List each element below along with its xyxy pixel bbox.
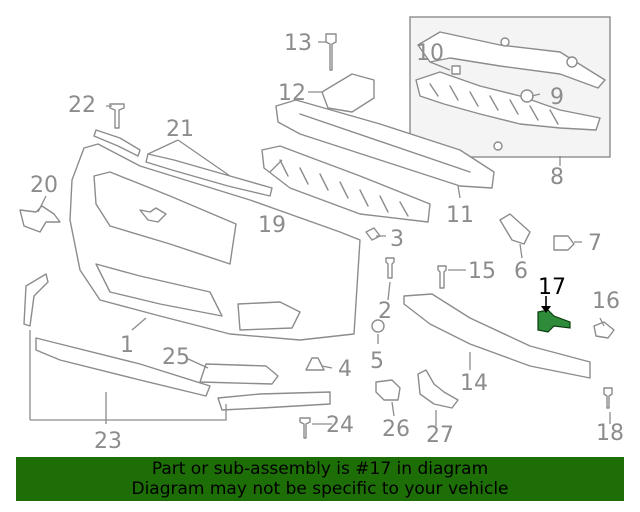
bracket-22 bbox=[93, 129, 141, 157]
nut-16 bbox=[593, 321, 615, 339]
callout-10: 10 bbox=[416, 41, 444, 66]
callout-19: 19 bbox=[258, 213, 286, 238]
banner-line-2: Diagram may not be specific to your vehi… bbox=[131, 479, 509, 499]
callout-6: 6 bbox=[514, 259, 528, 284]
molding-21 bbox=[145, 153, 273, 197]
callout-27: 27 bbox=[426, 423, 454, 448]
callout-4: 4 bbox=[338, 357, 352, 382]
callout-13: 13 bbox=[284, 31, 312, 56]
molding-23-left bbox=[35, 337, 211, 397]
fascia-lower-opening bbox=[95, 263, 223, 317]
callout-5: 5 bbox=[370, 349, 384, 374]
bezel-25 bbox=[199, 363, 279, 385]
callout-20: 20 bbox=[30, 173, 58, 198]
screw-15 bbox=[437, 265, 447, 289]
bracket-6 bbox=[499, 213, 531, 245]
screw-2 bbox=[385, 257, 395, 279]
impact-bar-11-ribs bbox=[299, 113, 471, 173]
info-banner: Part or sub-assembly is #17 in diagram D… bbox=[16, 457, 624, 501]
callout-2: 2 bbox=[378, 299, 392, 324]
upper-absorber bbox=[415, 71, 601, 131]
callout-15: 15 bbox=[468, 259, 496, 284]
callout-3: 3 bbox=[390, 227, 404, 252]
pin-5 bbox=[371, 319, 385, 333]
banner-line-1: Part or sub-assembly is #17 in diagram bbox=[151, 459, 489, 479]
callout-14: 14 bbox=[460, 371, 488, 396]
bolt-18 bbox=[603, 387, 613, 409]
callout-8: 8 bbox=[550, 165, 564, 190]
callout-22: 22 bbox=[68, 93, 96, 118]
impact-bar-11 bbox=[275, 99, 495, 189]
callout-21: 21 bbox=[166, 117, 194, 142]
callout-11: 11 bbox=[446, 203, 474, 228]
callout-17: 17 bbox=[538, 275, 566, 300]
callout-12: 12 bbox=[278, 81, 306, 106]
side-strip-23 bbox=[23, 273, 49, 327]
clip-bottom bbox=[493, 141, 503, 151]
deflector-14 bbox=[403, 293, 591, 379]
upper-tie-bar-bracket bbox=[417, 31, 606, 89]
fascia-fog-pocket bbox=[237, 301, 301, 331]
absorber-ribs bbox=[429, 83, 559, 125]
callout-26: 26 bbox=[382, 417, 410, 442]
callout-7: 7 bbox=[588, 231, 602, 256]
bracket-27 bbox=[417, 369, 459, 409]
fascia-grille-opening bbox=[93, 171, 237, 265]
callout-23: 23 bbox=[94, 429, 122, 454]
clip-10 bbox=[451, 65, 461, 75]
callout-25: 25 bbox=[162, 345, 190, 370]
screw-22 bbox=[109, 103, 125, 129]
callout-16: 16 bbox=[592, 289, 620, 314]
emblem-20 bbox=[19, 205, 61, 233]
bolt-13 bbox=[325, 33, 337, 71]
clip-right bbox=[566, 56, 578, 68]
leader-lines bbox=[29, 41, 611, 426]
clip-9 bbox=[520, 89, 534, 103]
absorber-19 bbox=[261, 145, 431, 223]
bolt-17 bbox=[537, 309, 571, 333]
leader-17-arrow bbox=[541, 306, 551, 313]
callout-9: 9 bbox=[550, 85, 564, 110]
fascia-emblem bbox=[139, 207, 167, 223]
absorber-19-ribs bbox=[279, 159, 409, 217]
nut-4 bbox=[305, 357, 325, 371]
bumper-fascia-1 bbox=[69, 143, 361, 341]
clip-top bbox=[500, 37, 510, 47]
callout-1: 1 bbox=[120, 333, 134, 358]
bracket-12 bbox=[321, 73, 375, 113]
molding-23-right bbox=[217, 391, 331, 411]
callout-24: 24 bbox=[326, 413, 354, 438]
screw-24 bbox=[299, 417, 311, 439]
bracket-26 bbox=[375, 379, 401, 401]
bulb-7 bbox=[553, 235, 575, 251]
clip-3 bbox=[365, 227, 381, 241]
callout-18: 18 bbox=[596, 421, 624, 446]
